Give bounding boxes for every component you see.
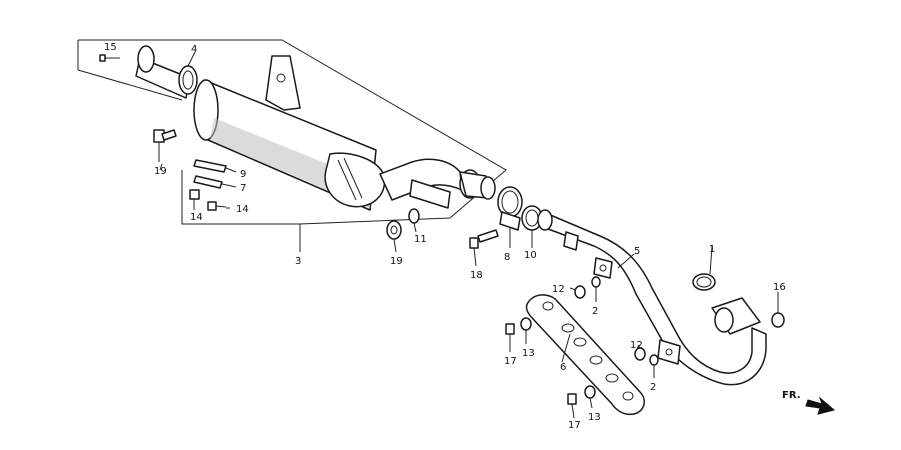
callout-13-bottom: 13 xyxy=(588,412,601,423)
tail-pipe-part xyxy=(135,45,198,99)
nut-16-part xyxy=(771,292,785,328)
callout-14-right: 14 xyxy=(236,204,249,215)
exhaust-gasket-part xyxy=(692,245,716,291)
callout-17-top: 17 xyxy=(504,356,517,367)
callout-5: 5 xyxy=(634,246,640,257)
washer-parts-center xyxy=(386,208,420,253)
callout-17-bottom: 17 xyxy=(568,420,581,431)
front-direction-indicator: FR. xyxy=(782,390,836,415)
callout-labels: 15 4 19 9 7 14 14 3 19 11 18 8 10 5 1 16… xyxy=(104,42,786,431)
small-fasteners-right xyxy=(505,276,659,419)
callout-12-top: 12 xyxy=(552,284,565,295)
front-arrow-icon xyxy=(805,396,836,415)
heat-shield-part xyxy=(525,294,645,416)
callout-2-top: 2 xyxy=(592,306,598,317)
callout-6-shield: 6 xyxy=(560,362,566,373)
callout-12-bottom: 12 xyxy=(630,340,643,351)
exhaust-pipe-part xyxy=(537,209,767,386)
callout-19: 19 xyxy=(154,166,167,177)
callout-9: 9 xyxy=(240,169,246,180)
small-fasteners-left xyxy=(99,54,237,211)
callout-3: 3 xyxy=(295,256,301,267)
callout-18: 18 xyxy=(470,270,483,281)
callout-2-bottom: 2 xyxy=(650,382,656,393)
assembly-bracket xyxy=(77,39,507,252)
clamp-gasket-parts xyxy=(469,186,543,267)
callout-10: 10 xyxy=(524,250,537,261)
callout-16: 16 xyxy=(773,282,786,293)
callout-14-left: 14 xyxy=(190,212,203,223)
leader-lines xyxy=(159,51,641,363)
muffler-body-part xyxy=(193,55,496,211)
callout-13-top: 13 xyxy=(522,348,535,359)
callout-4: 4 xyxy=(191,44,197,55)
callout-19-center: 19 xyxy=(390,256,403,267)
callout-7: 7 xyxy=(240,183,246,194)
callout-15: 15 xyxy=(104,42,117,53)
front-label: FR. xyxy=(782,390,801,401)
callout-1: 1 xyxy=(709,244,715,255)
callout-8: 8 xyxy=(504,252,510,263)
callout-11: 11 xyxy=(414,234,427,245)
